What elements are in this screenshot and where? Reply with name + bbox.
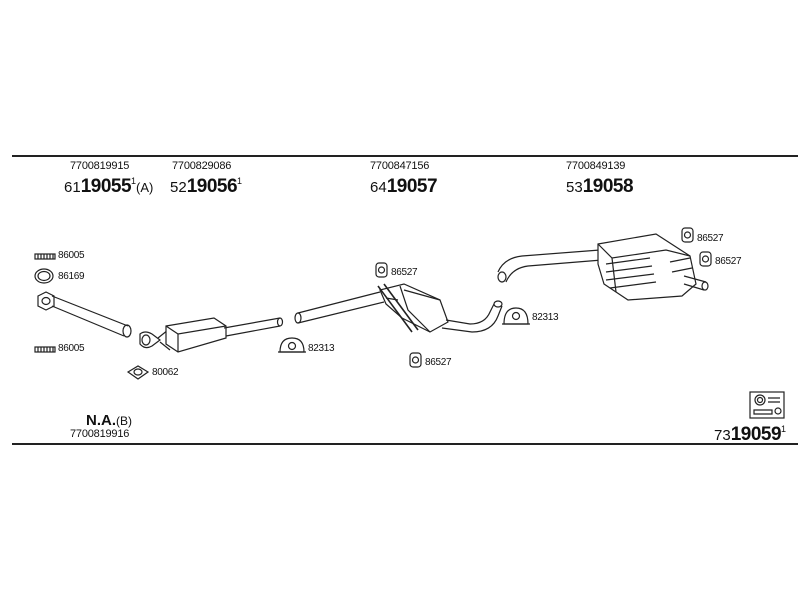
label-gasket-front: 80062 [152,367,179,378]
group-1-ref-prefix: 61 [64,179,81,196]
bottom-left-part-number: 7700819916 [70,428,130,440]
label-hanger-center-top: 86527 [391,267,418,278]
front-silencer-icon [139,317,284,353]
rubber-mount-icon [278,337,306,353]
group-2-part-number: 7700829086 [172,160,232,172]
bottom-left-ref-main: N.A. [86,412,116,429]
bottom-divider [12,443,798,445]
group-1-ref-main: 19055 [80,176,132,197]
group-4-ref-prefix: 53 [566,179,583,196]
label-hanger-right-top: 86527 [697,233,724,244]
label-ring-left: 86169 [58,271,85,282]
label-hanger-center-bottom: 86527 [425,357,452,368]
group-2-ref-sup: 1 [237,176,243,186]
hanger-icon [409,352,422,368]
group-4-part-number: 7700849139 [566,160,626,172]
label-clamp-top-left: 86005 [58,250,85,261]
hanger-icon [375,262,388,278]
group-1-ref-sup: 1 [131,176,137,186]
seal-ring-icon [34,268,54,284]
group-4-ref-main: 19058 [582,176,634,197]
label-clamp-mid: 82313 [308,343,335,354]
group-2-ref-main: 19056 [186,176,238,197]
group-3-ref-main: 19057 [386,176,438,197]
label-clamp-bottom-left: 86005 [58,343,85,354]
front-pipe-icon [37,291,132,338]
bottom-right-ref-main: 19059 [730,424,782,445]
group-1-part-number: 7700819915 [70,160,130,172]
bottom-right-ref-sup: 1 [781,424,787,434]
bottom-right-reference: 73190591 [714,424,787,445]
group-4-reference: 5319058 [566,176,634,197]
group-2-reference: 52190561 [170,176,243,197]
gasket-icon [126,365,150,380]
rear-silencer-icon [497,233,709,301]
clamp-strip-icon [34,253,56,260]
clamp-strip-icon [34,346,56,353]
label-clamp-right: 82313 [532,312,559,323]
label-hanger-right-bottom: 86527 [715,256,742,267]
top-divider [12,155,798,157]
hanger-icon [681,227,694,243]
group-3-reference: 6419057 [370,176,438,197]
rubber-mount-icon [502,307,530,325]
group-3-part-number: 7700847156 [370,160,430,172]
bottom-left-ref-suffix: (B) [116,414,132,428]
assembly-kit-icon [749,391,785,419]
group-1-reference: 61190551(A) [64,176,154,197]
intermediate-pipe-icon [294,291,385,324]
group-1-ref-suffix: (A) [136,180,154,195]
center-silencer-icon [377,283,503,333]
group-2-ref-prefix: 52 [170,179,187,196]
group-3-ref-prefix: 64 [370,179,387,196]
hanger-icon [699,251,712,267]
bottom-left-reference: N.A.(B) [86,412,132,430]
bottom-right-ref-prefix: 73 [714,427,731,444]
